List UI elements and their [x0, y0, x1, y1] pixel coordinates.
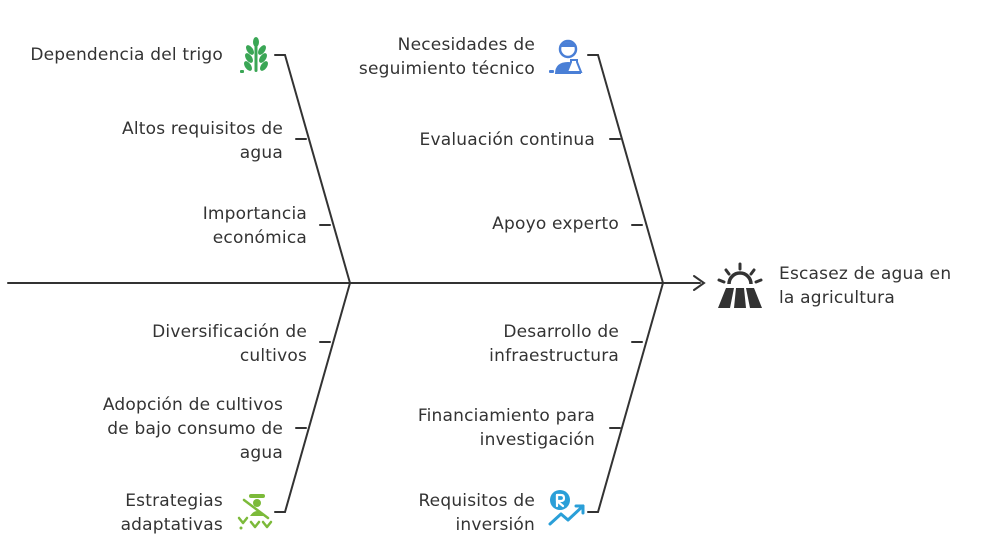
farmer-crops-icon [237, 494, 273, 530]
category-title-wheat-dependence: Dependencia del trigo [30, 45, 223, 65]
cause-continuous-evaluation: Evaluación continua [419, 130, 595, 150]
bone-top-right [597, 54, 664, 284]
bone-bottom-right [597, 282, 664, 513]
category-title-technical-monitoring: Necesidades de seguimiento técnico [358, 35, 535, 79]
sun-over-field-icon [717, 262, 763, 308]
cause-crop-diversification: Diversificación de cultivos [152, 322, 307, 366]
category-title-investment-requirements: Requisitos de inversión [418, 491, 535, 535]
cause-infrastructure-development: Desarrollo de infraestructura [489, 322, 619, 366]
cause-research-funding: Financiamiento para investigación [417, 406, 595, 450]
wheat-icon [240, 37, 268, 73]
effect-label: Escasez de agua en la agricultura [779, 264, 952, 308]
cause-expert-support: Apoyo experto [492, 214, 619, 234]
bone-bottom-left [284, 282, 351, 513]
investment-growth-icon [548, 490, 585, 526]
cause-low-water-crops: Adopción de cultivos de bajo consumo de … [102, 395, 283, 463]
cause-high-water-requirements: Altos requisitos de agua [121, 119, 283, 163]
bone-top-left [284, 54, 351, 284]
category-title-adaptive-strategies: Estrategias adaptativas [120, 491, 223, 535]
cause-economic-importance: Importancia económica [202, 204, 307, 248]
spine-arrowhead [693, 275, 706, 291]
scientist-icon [549, 39, 583, 74]
